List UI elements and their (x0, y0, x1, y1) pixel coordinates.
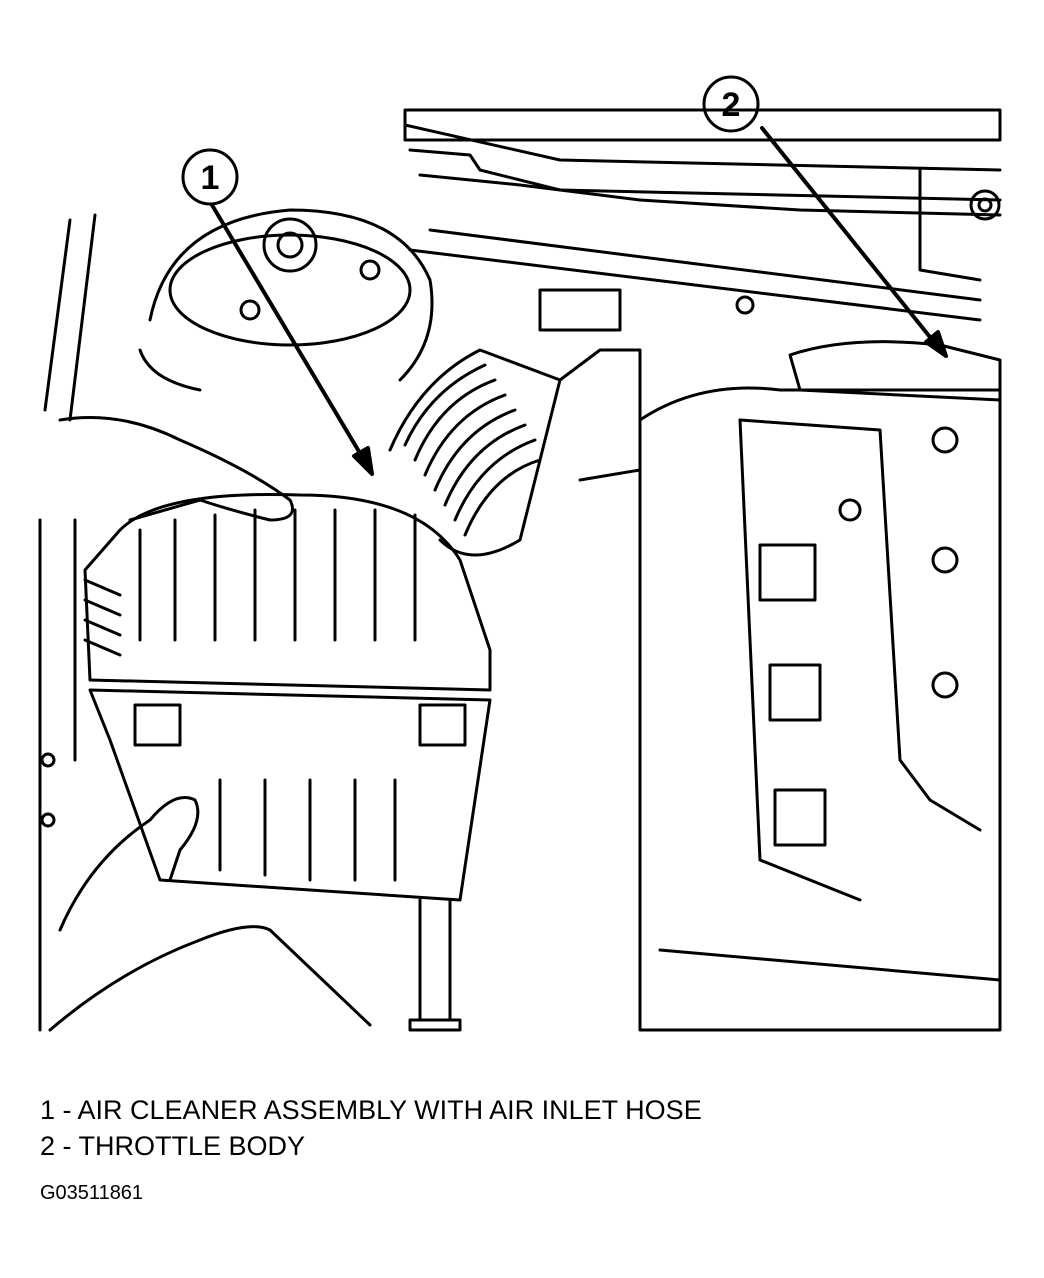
throttle-body (538, 288, 1002, 402)
callout-arrow-1 (210, 203, 374, 476)
callout-2-number: 2 (722, 86, 741, 124)
engine-cover (638, 386, 1002, 1032)
callout-1-number: 1 (201, 159, 220, 197)
figure-id: G03511861 (40, 1182, 144, 1204)
figure-legend: 1 - AIR CLEANER ASSEMBLY WITH AIR INLET … (40, 1092, 702, 1164)
callout-1: 1 (181, 148, 239, 206)
legend-item-throttle-body: 2 - THROTTLE BODY (40, 1131, 306, 1161)
hands (48, 416, 294, 1032)
fender-edge (38, 213, 97, 1032)
legend-item-air-cleaner: 1 - AIR CLEANER ASSEMBLY WITH AIR INLET … (40, 1095, 702, 1125)
callout-arrow-2 (760, 126, 948, 358)
cowl-panel (403, 108, 1002, 322)
strut-tower (138, 208, 434, 392)
air-inlet-hose (388, 348, 642, 557)
engine-bay-illustration: 1 2 (38, 75, 1002, 1032)
callout-2: 2 (702, 75, 760, 133)
wiring-tube (268, 898, 462, 1032)
air-cleaner-housing (83, 492, 492, 902)
